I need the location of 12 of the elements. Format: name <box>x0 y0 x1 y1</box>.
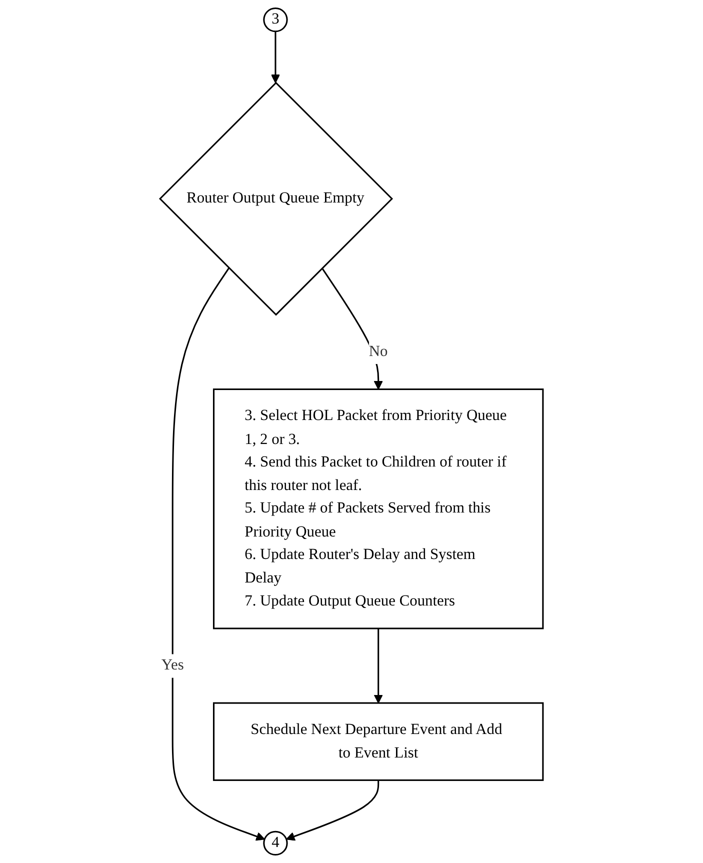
node-circle: 3 <box>263 7 288 32</box>
node-diamond: Router Output Queue Empty <box>158 82 394 316</box>
arrow <box>374 628 383 704</box>
node-circle: 4 <box>263 830 288 856</box>
node-box: Schedule Next Departure Event and Add to Event List <box>212 702 544 781</box>
arrow <box>286 780 380 841</box>
arrow <box>172 268 265 841</box>
arrow <box>270 31 280 84</box>
edge-label: No <box>368 343 388 360</box>
arrow <box>321 268 383 390</box>
node-box: 3. Select HOL Packet from Priority Queue 1, 2 or 3. 4. Send this Packet to Children of router if this router not leaf. 5. Update # of Packets Served from this Priority Queue 6. Update Router's Delay and System Delay 7. Update Output Queue Counters <box>212 388 544 630</box>
edge-label: Yes <box>161 657 184 674</box>
